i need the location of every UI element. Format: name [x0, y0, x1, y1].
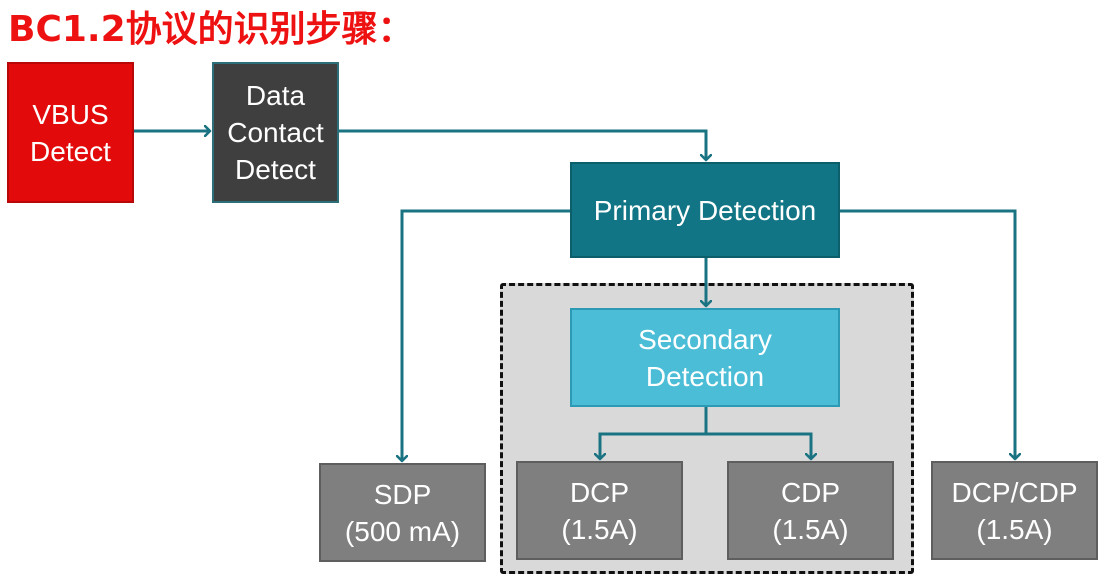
dcp-node: DCP (1.5A) [516, 461, 683, 560]
secondary-detection-node: Secondary Detection [570, 308, 840, 407]
node-label: DCP/CDP [951, 476, 1078, 508]
node-label: Primary Detection [593, 194, 817, 226]
node-label: VBUS [32, 98, 109, 130]
dcp-cdp-node: DCP/CDP (1.5A) [931, 461, 1098, 560]
sdp-node: SDP (500 mA) [319, 463, 486, 562]
node-label: CDP [780, 476, 841, 508]
page-title: BC1.2协议的识别步骤： [8, 9, 414, 50]
primary-detection-node: Primary Detection [570, 162, 840, 258]
node-label: (1.5A) [772, 513, 849, 545]
node-label: Detect [30, 135, 111, 167]
node-label: (1.5A) [976, 513, 1053, 545]
edge-dcd-to-primary [339, 129, 706, 160]
node-label: (500 mA) [344, 515, 461, 547]
node-label: (1.5A) [561, 513, 638, 545]
node-label: Secondary [638, 323, 772, 355]
node-label: Data [245, 80, 306, 111]
cdp-node: CDP (1.5A) [727, 461, 894, 560]
node-label: Detect [235, 154, 316, 185]
node-label: SDP [373, 478, 432, 510]
node-label: Detection [645, 360, 765, 392]
vbus-detect-node: VBUS Detect [7, 62, 134, 203]
node-label: Contact [227, 117, 324, 148]
data-contact-detect-node: Data Contact Detect [212, 62, 339, 203]
node-label: DCP [569, 476, 630, 508]
